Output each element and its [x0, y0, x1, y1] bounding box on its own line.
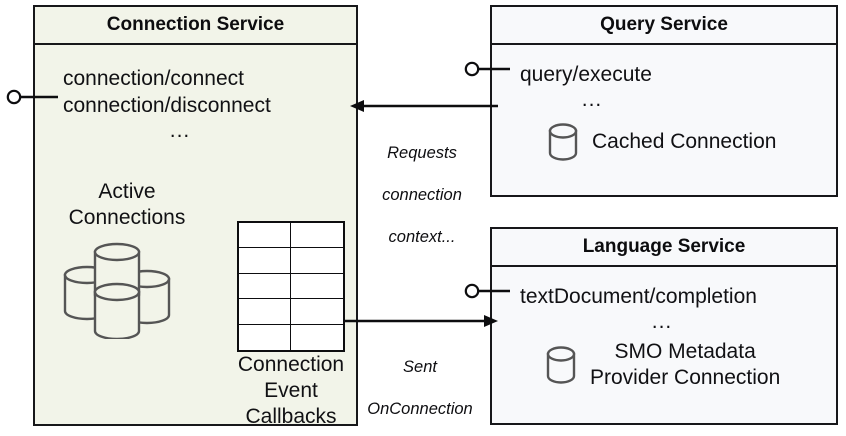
edge-label-line1: Requests [387, 144, 457, 162]
query-service-operation-execute: query/execute [520, 63, 652, 86]
language-service-resource-label-line2: Provider Connection [590, 366, 781, 389]
language-service-resource-label-line1: SMO Metadata [614, 340, 756, 363]
connection-event-callbacks-label: Connection Event Callbacks [211, 352, 371, 430]
callbacks-label-line2: Event [264, 379, 318, 402]
language-service-body: textDocument/completion ... SMO Metadata… [492, 267, 836, 423]
query-service-operations-ellipsis: ... [581, 88, 603, 111]
connection-service-operations-ellipsis: ... [169, 119, 191, 142]
language-service-provided-interface-lollipop[interactable] [462, 278, 512, 309]
query-service-body: query/execute ... Cached Connection [492, 45, 836, 195]
edge-connection-to-language [344, 310, 498, 332]
query-service-provided-interface-lollipop[interactable] [462, 56, 512, 87]
callbacks-label-line3: Callbacks [245, 405, 337, 428]
callbacks-label-line1: Connection [237, 353, 345, 376]
edge-connection-to-language-label: Sent OnConnection event... [350, 336, 490, 436]
edge-label-line2: connection [382, 186, 462, 204]
database-cluster-icon [57, 239, 177, 344]
edge-label-line3: context... [388, 228, 456, 246]
language-service-operations-ellipsis: ... [651, 310, 673, 333]
component-connection-service[interactable]: Connection Service connection/connect co… [33, 5, 358, 428]
active-connections-label-line1: Active [98, 180, 156, 203]
connection-service-provided-interface-lollipop[interactable] [4, 84, 64, 115]
query-service-title: Query Service [492, 7, 836, 45]
connection-service-body: connection/connect connection/disconnect… [35, 45, 356, 428]
table-grid-icon [237, 221, 345, 352]
language-service-resource-row: SMO Metadata Provider Connection [544, 339, 780, 391]
edge-query-to-connection [350, 95, 498, 117]
edge-query-to-connection-label: Requests connection context... [358, 122, 486, 269]
language-service-operation-completion: textDocument/completion [520, 285, 757, 308]
active-connections-label: Active Connections [47, 179, 207, 231]
database-icon [544, 344, 578, 386]
connection-service-operation-disconnect: connection/disconnect [63, 94, 271, 117]
language-service-title: Language Service [492, 229, 836, 267]
edge-label-line1: Sent [403, 358, 437, 376]
query-service-resource-label: Cached Connection [592, 130, 777, 153]
query-service-cached-connection-row: Cached Connection [546, 121, 776, 163]
language-service-resource-label: SMO Metadata Provider Connection [590, 339, 780, 391]
edge-label-line2: OnConnection [367, 400, 473, 418]
connection-service-operation-connect: connection/connect [63, 67, 244, 90]
component-language-service[interactable]: Language Service textDocument/completion… [490, 227, 838, 425]
component-query-service[interactable]: Query Service query/execute ... Cached C… [490, 5, 838, 197]
active-connections-label-line2: Connections [68, 206, 186, 229]
connection-service-title: Connection Service [35, 7, 356, 45]
database-icon [546, 121, 580, 163]
